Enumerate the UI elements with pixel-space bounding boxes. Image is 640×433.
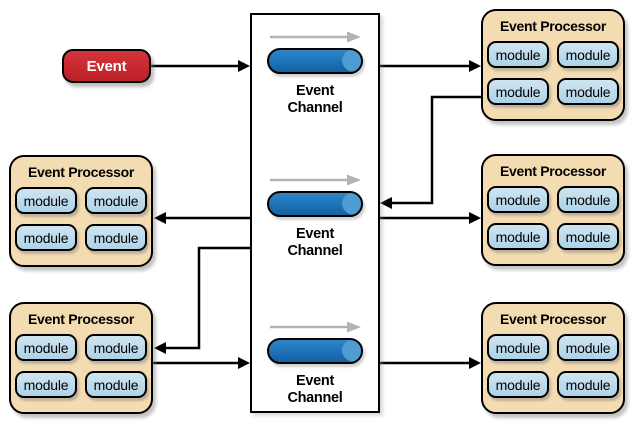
flow-direction-arrow-icon [270, 321, 361, 333]
arrowhead-left-icon [154, 212, 166, 224]
module-chip: module [487, 334, 549, 361]
module-chip: module [15, 371, 77, 398]
module-chip: module [85, 187, 147, 214]
processor-title: Event Processor [500, 18, 606, 34]
arrow-channel-2-to-processor-middle-right [378, 212, 481, 224]
arrowhead-right-icon [469, 212, 481, 224]
channel-label: Event Channel [287, 83, 343, 117]
arrowhead-right-icon [238, 357, 250, 369]
event-processor-bottom-right: Event Processor module module module mod… [481, 302, 625, 414]
module-chip: module [487, 223, 549, 250]
event-channel-1: Event Channel [252, 30, 378, 117]
arrowhead-right-icon [469, 357, 481, 369]
cylinder-end-cap [342, 50, 361, 72]
module-chip: module [557, 78, 619, 105]
flow-direction-arrow-icon [270, 31, 361, 43]
flow-direction-arrow-icon [270, 174, 361, 186]
processor-title: Event Processor [28, 164, 134, 180]
processor-title: Event Processor [500, 311, 606, 327]
module-chip: module [557, 371, 619, 398]
module-chip: module [487, 78, 549, 105]
arrowhead-right-icon [469, 60, 481, 72]
arrow-processor-top-right-to-channel-2 [380, 95, 481, 209]
event-processor-middle-left: Event Processor module module module mod… [9, 155, 153, 267]
arrowhead-left-icon [380, 197, 392, 209]
module-grid: module module module module [483, 334, 623, 398]
module-chip: module [85, 334, 147, 361]
arrowhead-right-icon [238, 60, 250, 72]
module-chip: module [557, 186, 619, 213]
module-chip: module [557, 223, 619, 250]
event-processor-bottom-left: Event Processor module module module mod… [9, 302, 153, 414]
module-chip: module [487, 371, 549, 398]
module-chip: module [557, 41, 619, 68]
event-channel-box: Event Channel Event Channel Event Channe… [250, 13, 380, 413]
module-chip: module [487, 186, 549, 213]
channel-label: Event Channel [287, 226, 343, 260]
module-chip: module [15, 334, 77, 361]
module-chip: module [85, 371, 147, 398]
processor-title: Event Processor [28, 311, 134, 327]
module-chip: module [15, 224, 77, 251]
event-pill: Event [62, 49, 151, 83]
arrow-event-to-channel-1 [151, 60, 250, 72]
channel-label: Event Channel [287, 373, 343, 407]
event-processor-top-right: Event Processor module module module mod… [481, 9, 625, 121]
module-chip: module [85, 224, 147, 251]
module-grid: module module module module [11, 334, 151, 398]
queue-cylinder [267, 48, 363, 74]
module-chip: module [15, 187, 77, 214]
arrow-channel-to-processor-bottom-left [154, 246, 250, 354]
arrowhead-left-icon [154, 342, 166, 354]
arrow-channel-3-to-processor-bottom-right [378, 357, 481, 369]
cylinder-end-cap [342, 340, 361, 362]
event-channel-3: Event Channel [252, 320, 378, 407]
module-chip: module [487, 41, 549, 68]
queue-cylinder [267, 338, 363, 364]
event-channel-2: Event Channel [252, 173, 378, 260]
module-grid: module module module module [483, 186, 623, 250]
queue-cylinder [267, 191, 363, 217]
module-grid: module module module module [483, 41, 623, 105]
arrow-processor-bottom-left-to-channel-3 [151, 357, 250, 369]
cylinder-end-cap [342, 193, 361, 215]
arrow-channel-1-to-processor-top-right [378, 60, 481, 72]
module-chip: module [557, 334, 619, 361]
arrow-channel-2-to-processor-middle-left [154, 212, 250, 224]
module-grid: module module module module [11, 187, 151, 251]
event-processor-middle-right: Event Processor module module module mod… [481, 154, 625, 266]
processor-title: Event Processor [500, 163, 606, 179]
